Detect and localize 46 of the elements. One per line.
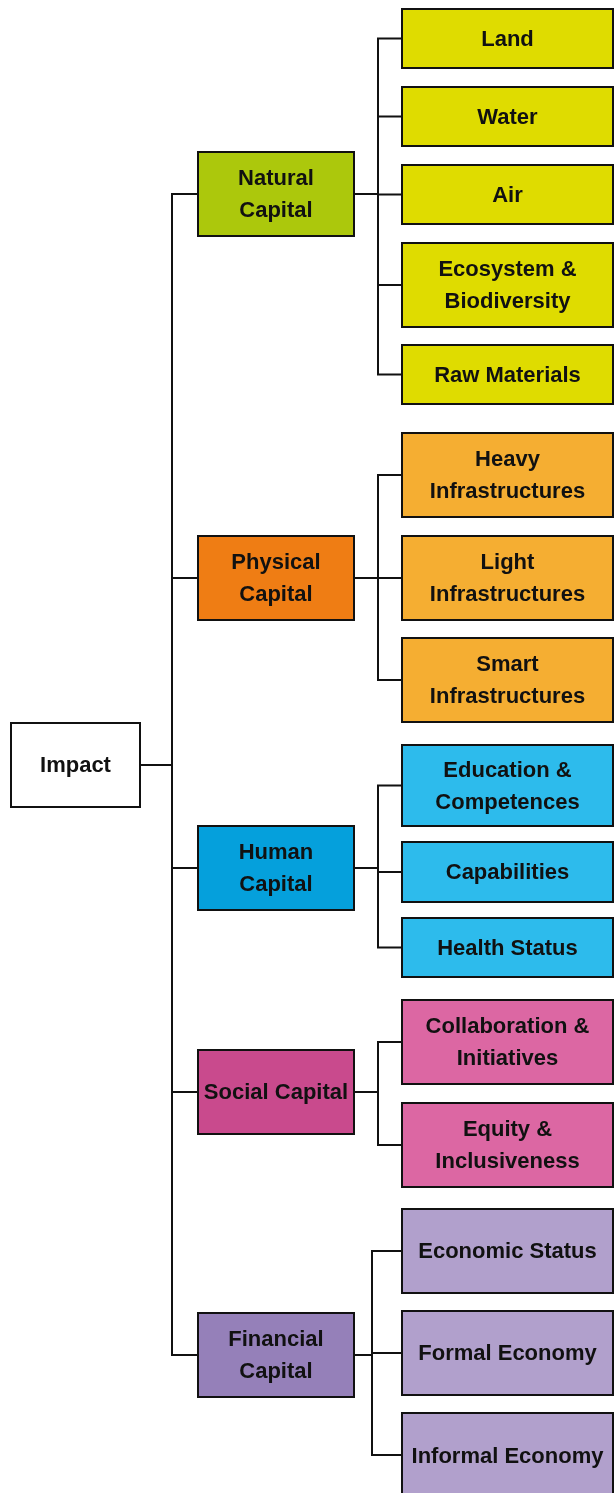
box-label: Informal Economy (411, 1442, 604, 1470)
subcategory-box (401, 1310, 614, 1396)
box-label: Light Infrastructures (428, 548, 587, 608)
box-label: Heavy Infrastructures (428, 445, 587, 505)
box-label: Education & Competences (434, 755, 581, 816)
box-label: Natural Capital (237, 164, 315, 224)
box-label: Physical Capital (230, 548, 322, 608)
box-label: Collaboration & Initiatives (424, 1012, 591, 1072)
subcategory-box (401, 8, 614, 69)
subcategory-box (401, 535, 614, 621)
connector-line (354, 577, 402, 681)
root-box (10, 722, 141, 808)
box-label: Capabilities (445, 858, 570, 886)
subcategory-box (401, 1412, 614, 1493)
category-box (197, 1312, 355, 1398)
box-label: Social Capital (203, 1078, 349, 1106)
box-label: Ecosystem & Biodiversity (437, 255, 578, 315)
subcategory-box (401, 917, 614, 978)
subcategory-box (401, 1102, 614, 1188)
subcategory-box (401, 841, 614, 903)
box-label: Health Status (437, 933, 578, 962)
category-box (197, 825, 355, 911)
box-label: Raw Materials (434, 360, 581, 389)
box-label: Land (481, 24, 534, 53)
subcategory-box (401, 432, 614, 518)
subcategory-box (401, 242, 614, 328)
box-label: Human Capital (237, 838, 315, 898)
box-label: Economic Status (418, 1237, 597, 1265)
subcategory-box (401, 1208, 614, 1294)
connector-line (354, 1091, 402, 1146)
category-box (197, 151, 355, 237)
category-box (197, 535, 355, 621)
box-label: Equity & Inclusiveness (434, 1115, 581, 1175)
subcategory-box (401, 86, 614, 147)
box-label: Impact (40, 751, 111, 779)
box-label: Air (492, 180, 523, 209)
subcategory-box (401, 999, 614, 1085)
category-box (197, 1049, 355, 1135)
box-label: Water (477, 102, 538, 131)
box-label: Smart Infrastructures (428, 650, 587, 710)
subcategory-box (401, 744, 614, 827)
box-label: Formal Economy (418, 1339, 597, 1367)
subcategory-box (401, 164, 614, 225)
subcategory-box (401, 344, 614, 405)
subcategory-box (401, 637, 614, 723)
box-label: Financial Capital (227, 1325, 325, 1385)
